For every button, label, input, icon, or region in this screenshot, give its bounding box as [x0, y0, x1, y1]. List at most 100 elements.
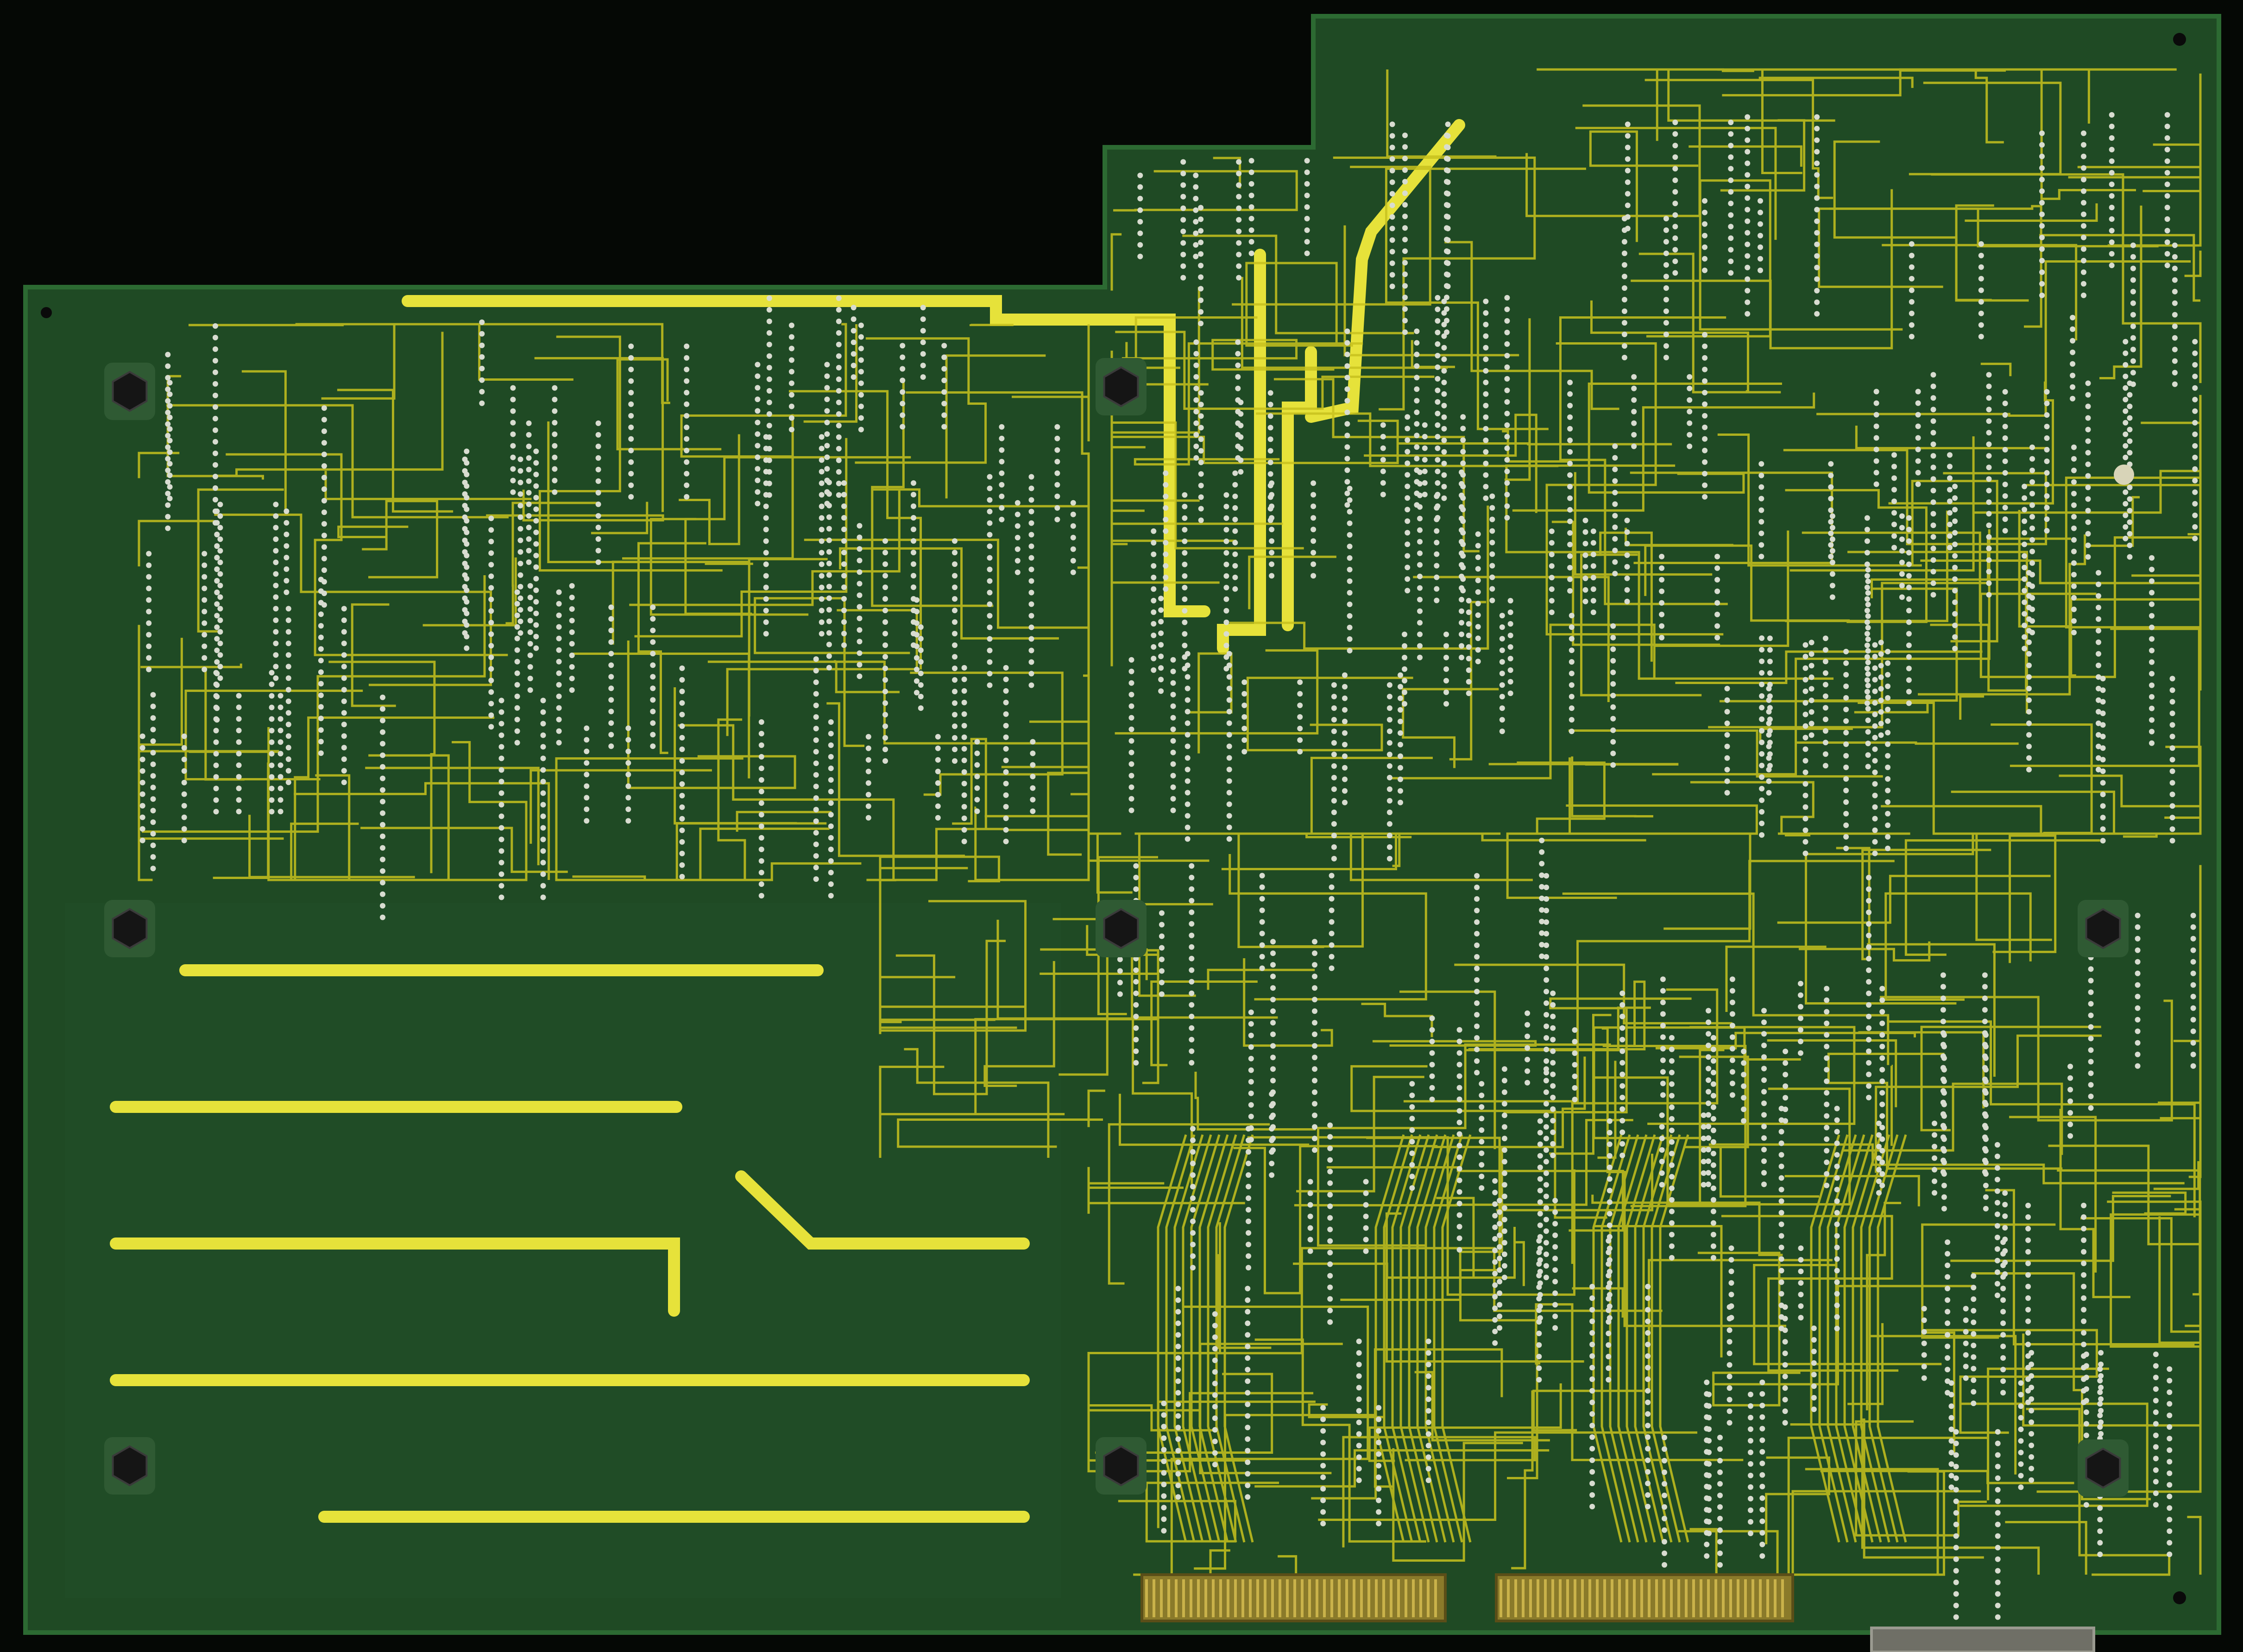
trace	[1342, 1436, 1536, 1548]
solder-pad	[1612, 524, 1618, 530]
solder-pad	[1402, 179, 1408, 185]
solder-pad	[1621, 320, 1627, 326]
solder-pad	[1572, 1027, 1578, 1033]
solder-pad	[1906, 596, 1912, 602]
solder-pad	[1978, 287, 1984, 293]
solder-pad	[2167, 1470, 2173, 1476]
solder-pad	[202, 585, 208, 591]
solder-pad	[1128, 703, 1134, 709]
solder-pad	[552, 443, 558, 449]
trace	[2036, 1217, 2202, 1493]
solder-pad	[828, 777, 834, 783]
solder-pad	[1983, 1113, 1989, 1119]
solder-pad	[1474, 1035, 1480, 1041]
solder-pad	[1163, 551, 1169, 557]
solder-pad	[2167, 1517, 2173, 1523]
solder-pad	[1137, 242, 1143, 248]
solder-pad	[217, 629, 223, 635]
solder-pad	[828, 847, 834, 852]
solder-pad	[1706, 1054, 1711, 1060]
solder-pad	[1226, 697, 1232, 703]
solder-pad	[1241, 691, 1248, 697]
solder-pad	[1389, 237, 1395, 243]
solder-pad	[1312, 1101, 1317, 1107]
solder-pad	[1356, 1408, 1362, 1414]
solder-pad	[1748, 1472, 1753, 1478]
solder-pad	[1402, 329, 1408, 335]
solder-pad	[1645, 1400, 1651, 1405]
solder-pad	[488, 585, 494, 591]
solder-pad	[788, 345, 794, 352]
solder-pad	[2130, 346, 2136, 352]
solder-pad	[2097, 1413, 2103, 1419]
solder-pad	[527, 583, 533, 589]
solder-pad	[1189, 967, 1195, 973]
solder-pad	[1921, 1375, 1927, 1381]
solder-pad	[1235, 351, 1241, 357]
solder-pad	[1389, 202, 1395, 208]
trace	[1631, 189, 1893, 350]
solder-pad	[1824, 1171, 1830, 1177]
solder-pad	[1865, 590, 1871, 596]
solder-pad	[763, 631, 769, 637]
solder-pad	[2192, 396, 2198, 402]
solder-pad	[1456, 1119, 1462, 1125]
solder-pad	[1569, 717, 1575, 723]
solder-pad	[1137, 207, 1143, 213]
solder-pad	[2123, 501, 2129, 507]
solder-pad	[214, 543, 220, 549]
solder-pad	[1953, 1452, 1959, 1458]
solder-pad	[1347, 566, 1353, 572]
solder-pad	[1475, 554, 1481, 560]
solder-pad	[2081, 246, 2086, 252]
solder-pad	[213, 797, 219, 803]
solder-pad	[1329, 907, 1335, 913]
solder-pad	[1621, 308, 1627, 314]
solder-pad	[1843, 776, 1849, 782]
solder-pad	[1872, 723, 1878, 729]
solder-pad	[1312, 1089, 1317, 1095]
solder-pad	[1659, 1159, 1665, 1164]
solder-pad	[1161, 1458, 1167, 1464]
solder-pad	[1741, 1118, 1747, 1124]
solder-pad	[1864, 573, 1870, 579]
solder-pad	[900, 424, 906, 430]
solder-pad	[1589, 1411, 1595, 1417]
solder-pad	[763, 446, 769, 452]
solder-pad	[1241, 703, 1248, 708]
solder-pad	[1909, 264, 1915, 270]
solder-pad	[758, 835, 764, 841]
solder-pad	[1003, 722, 1009, 729]
solder-pad	[1567, 553, 1573, 559]
solder-pad	[900, 401, 906, 407]
solder-pad	[1798, 1027, 1803, 1033]
solder-pad	[1672, 166, 1678, 172]
solder-pad	[826, 641, 832, 647]
solder-pad	[1610, 750, 1616, 756]
power-bar	[735, 1170, 1030, 1250]
solder-pad	[2192, 420, 2198, 426]
solder-pad	[650, 743, 656, 749]
solder-pad	[650, 604, 656, 610]
solder-pad	[1456, 1038, 1462, 1044]
solder-pad	[1706, 1019, 1711, 1025]
solder-pad	[1624, 552, 1630, 558]
solder-pad	[1748, 1530, 1753, 1536]
solder-pad	[841, 515, 847, 521]
solder-pad	[462, 491, 468, 497]
solder-pad	[2071, 444, 2077, 450]
solder-pad	[2109, 135, 2115, 141]
solder-pad	[1474, 873, 1480, 879]
solder-pad	[514, 716, 520, 722]
solder-pad	[813, 760, 819, 766]
solder-pad	[533, 448, 539, 454]
solder-pad	[1117, 956, 1123, 962]
solder-pad	[2164, 239, 2170, 245]
solder-pad	[1704, 1449, 1710, 1455]
solder-pad	[150, 692, 156, 698]
solder-pad	[1778, 1325, 1784, 1332]
solder-pad	[1158, 607, 1164, 613]
solder-pad	[836, 457, 842, 463]
solder-pad	[1610, 669, 1616, 675]
solder-pad	[2070, 396, 2076, 402]
